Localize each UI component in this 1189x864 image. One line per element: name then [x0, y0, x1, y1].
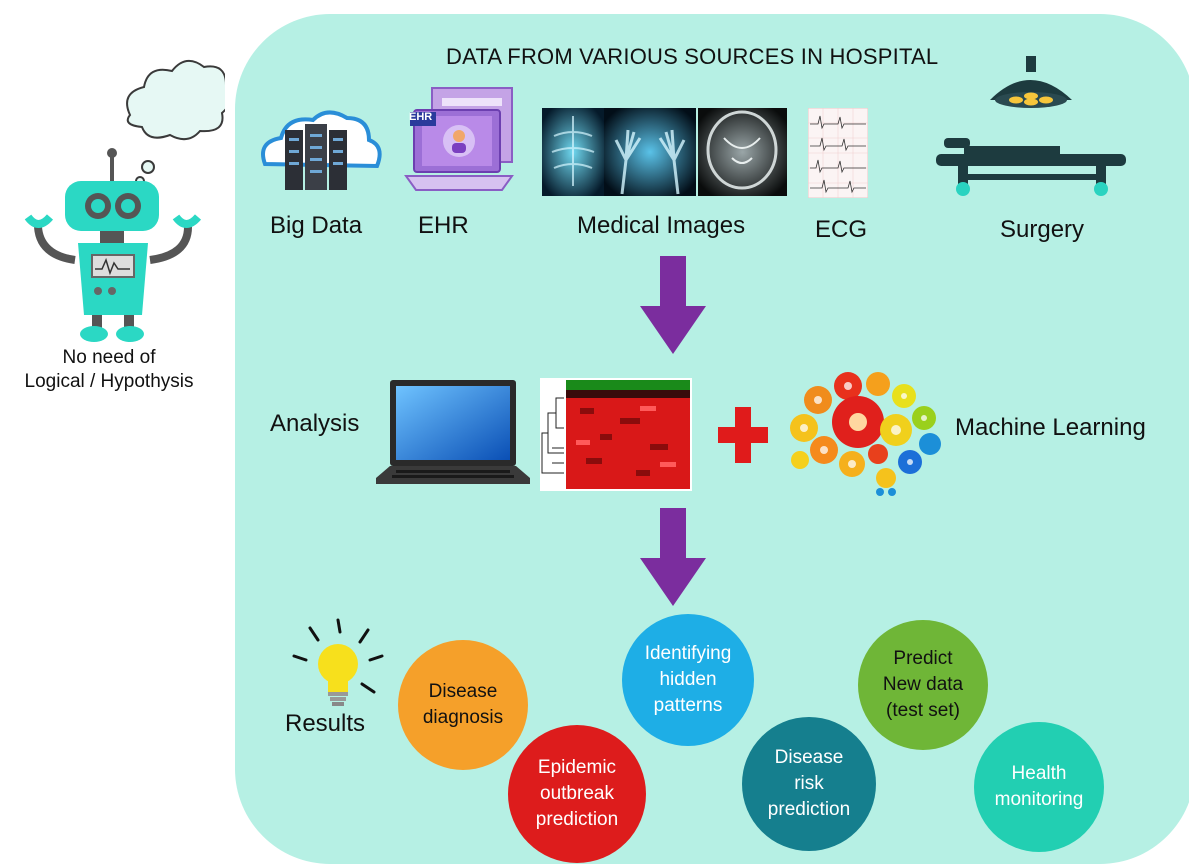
- cloud-server-icon: [261, 110, 382, 190]
- page-title: DATA FROM VARIOUS SOURCES IN HOSPITAL: [446, 44, 939, 69]
- result-text: Epidemic outbreak prediction: [535, 757, 619, 830]
- gear-brain-icon: [790, 372, 941, 496]
- down-arrow-icon: [640, 508, 706, 606]
- result-text: Disease diagnosis: [422, 681, 504, 728]
- ehr-laptop-icon: [404, 87, 514, 191]
- result-text: Health monitoring: [994, 763, 1084, 810]
- robot-caption: No need of Logical / Hypothysis: [24, 347, 194, 392]
- result-identifying-hidden-patterns: Identifying hidden patterns: [622, 614, 754, 746]
- result-predict-new-data: Predict New data (test set): [858, 620, 988, 750]
- laptop-icon: [376, 380, 530, 484]
- robot-icon: [24, 60, 225, 342]
- heatmap-icon: [540, 378, 692, 491]
- result-health-monitoring: Health monitoring: [974, 722, 1104, 852]
- result-text: Predict New data (test set): [882, 648, 964, 721]
- result-text: Disease risk prediction: [767, 747, 851, 820]
- ecg-chart-icon: [808, 108, 868, 198]
- source-label-ecg: ECG: [815, 216, 868, 243]
- result-disease-risk-prediction: Disease risk prediction: [742, 717, 876, 851]
- down-arrow-icon: [640, 256, 706, 354]
- machine-learning-label: Machine Learning: [955, 414, 1146, 441]
- result-disease-diagnosis: Disease diagnosis: [398, 640, 528, 770]
- result-text: Identifying hidden patterns: [644, 643, 732, 716]
- result-epidemic-outbreak-prediction: Epidemic outbreak prediction: [508, 725, 646, 863]
- source-label-ehr: EHR: [418, 212, 469, 239]
- analysis-label: Analysis: [270, 410, 360, 437]
- light-bulb-icon: [292, 618, 384, 706]
- plus-icon: [718, 407, 768, 463]
- ehr-icon-text: EHR: [409, 111, 433, 123]
- source-label-medical-images: Medical Images: [577, 212, 746, 239]
- xray-images-icon: [542, 108, 787, 196]
- source-label-big-data: Big Data: [270, 212, 363, 239]
- source-label-surgery: Surgery: [1000, 216, 1085, 243]
- surgery-bed-icon: [936, 56, 1126, 196]
- results-label: Results: [285, 710, 366, 737]
